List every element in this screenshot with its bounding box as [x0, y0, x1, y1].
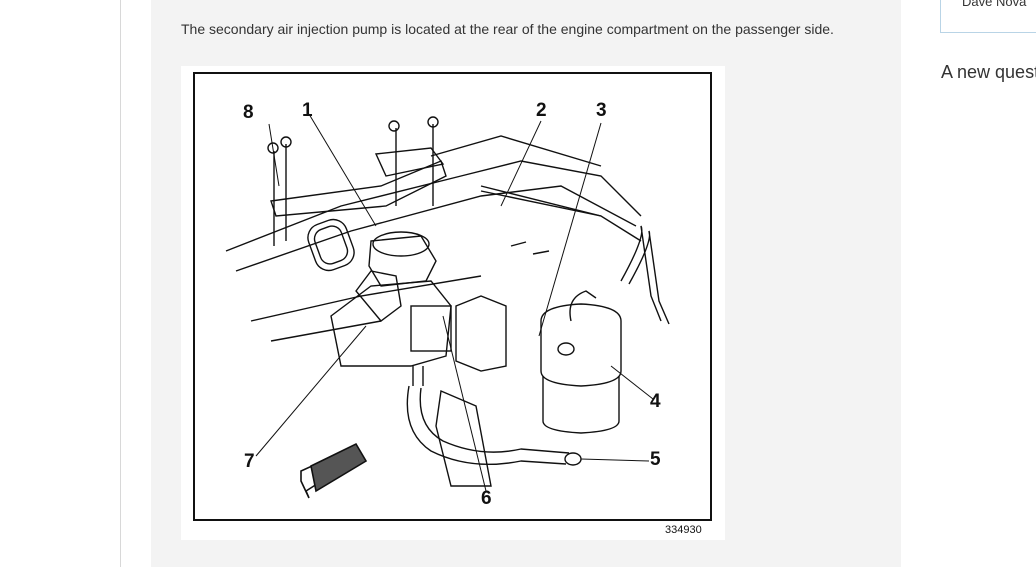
callout-3: 3: [596, 100, 607, 121]
callout-6: 6: [481, 488, 492, 509]
callout-7: 7: [244, 451, 255, 472]
callout-2: 2: [536, 100, 547, 121]
expert-card[interactable]: Dave Nova: [940, 0, 1036, 33]
callout-5: 5: [650, 449, 661, 470]
figure-caption: The secondary air injection pump is loca…: [181, 21, 834, 37]
engine-diagram-drawing: [193, 72, 712, 521]
expert-name[interactable]: Dave Nova: [962, 0, 1027, 9]
callout-1: 1: [302, 100, 313, 121]
left-divider: [120, 0, 121, 567]
new-question-heading: A new quest: [941, 62, 1036, 82]
figure-id: 334930: [665, 524, 702, 536]
callout-4: 4: [650, 391, 661, 412]
engine-diagram[interactable]: 8 1 2 3 4 5 6 7 334930: [181, 66, 725, 540]
callout-8: 8: [243, 102, 254, 123]
